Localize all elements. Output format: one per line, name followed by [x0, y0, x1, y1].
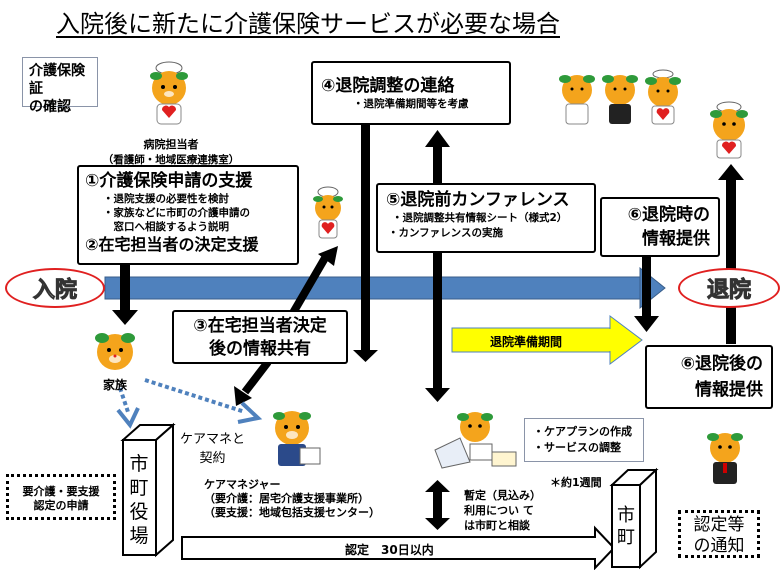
notice-line1: 認定等 [693, 515, 745, 535]
arrow-step5-down [425, 250, 450, 402]
staff-mascot-suit-icon [704, 430, 746, 486]
arrow-to-care-manager [234, 359, 272, 406]
care-manager-title: ケアマネジャー [204, 478, 281, 491]
nurse-mascot-icon [145, 60, 193, 126]
step6a-line2: 情報提供 [642, 229, 710, 249]
care-contract-line1: ケアマネと [180, 432, 246, 447]
care-plan-line2: ・サービスの調整 [533, 441, 621, 454]
application-line2: 認定の申請 [33, 499, 89, 512]
care-manager-support: （要支援：地域包括支援センター） [204, 506, 380, 519]
step4-heading: ④退院調整の連絡 [321, 76, 455, 96]
family-label: 家族 [103, 378, 128, 392]
step6b-line1: ⑥退院後の [680, 354, 763, 374]
step2-heading: ②在宅担当者の決定支援 [85, 235, 259, 254]
step5-bullet-1: ・退院調整共有情報シート（様式2） [392, 212, 568, 224]
step3-box: ③在宅担当者決定 後の情報共有 [172, 310, 348, 364]
bubble-line1: 介護保険証 [29, 63, 85, 97]
arrow-step4-down [353, 122, 378, 362]
step5-bullet-2: ・カンファレンスの実施 [388, 227, 503, 239]
arrow-to-nurse [286, 246, 338, 321]
about-week-label: ＊約1週間 [550, 476, 602, 489]
step6a-box: ⑥退院時の 情報提供 [600, 197, 720, 257]
double-arrow [425, 480, 450, 530]
step1-bullet-2: ・家族などに市町の介護申請の [103, 207, 250, 219]
admission-oval: 入院 [5, 268, 105, 308]
step3-line2: 後の情報共有 [209, 339, 311, 359]
step4-box: ④退院調整の連絡 ・退院準備期間等を考慮 [311, 61, 511, 125]
step1-box: ①介護保険申請の支援 ・退院支援の必要性を検討 ・家族などに市町の介護申請の 窓… [77, 165, 299, 265]
certification-label: 認定 30日以内 [345, 543, 434, 557]
step1-heading: ①介護保険申請の支援 [85, 171, 253, 191]
step6b-box: ⑥退院後の 情報提供 [645, 345, 773, 409]
step1-bullet-3: 窓口へ相談するよう説明 [103, 221, 229, 233]
provisional-label: 暫定（見込み） 利用につい て は市町と相談 [464, 488, 541, 533]
care-contract-line2: 契約 [199, 451, 226, 466]
bubble-line2: の確認 [29, 99, 71, 115]
step1-bullet-1: ・退院支援の必要性を検討 [103, 193, 229, 205]
prep-period-arrow [451, 315, 643, 365]
provisional-line2: 利用につい て [464, 504, 534, 517]
line-discharge-to-step6b [726, 302, 736, 344]
care-planning-mascot-icon [430, 410, 520, 470]
prep-period-label: 退院準備期間 [490, 335, 563, 349]
step6b-line2: 情報提供 [695, 380, 763, 400]
city-hall-label: 市町役場 [129, 453, 149, 547]
arrow-discharge-up [718, 164, 744, 278]
arrow-step6a-down [634, 255, 659, 332]
hospital-staff-role: 病院担当者 [143, 138, 199, 151]
timeline-arrow [104, 266, 666, 310]
city-hall-building [120, 422, 176, 558]
step4-bullet: ・退院準備期間等を考慮 [353, 98, 469, 110]
care-manager-care: （要介護：居宅介護支援事業所） [204, 492, 369, 505]
care-plan-line1: ・ケアプランの作成 [533, 425, 632, 438]
step5-heading: ⑤退院前カンファレンス [386, 190, 570, 210]
care-manager-label: ケアマネジャー （要介護：居宅介護支援事業所） （要支援：地域包括支援センター） [204, 478, 380, 520]
dotted-arrow-family-to-city-hall [116, 387, 140, 429]
care-contract-label: ケアマネと 契約 [180, 428, 245, 466]
notice-line2: の通知 [693, 536, 745, 556]
nurse-mascot-small-icon [310, 186, 346, 242]
notice-box: 認定等 の通知 [678, 510, 760, 558]
city-building [609, 467, 659, 570]
step6a-line1: ⑥退院時の [627, 205, 710, 225]
family-mascot-icon [90, 328, 140, 372]
care-plan-bubble: ・ケアプランの作成 ・サービスの調整 [524, 418, 644, 462]
step3-line1: ③在宅担当者決定 [193, 316, 327, 336]
dotted-arrow-family-to-care-manager [144, 378, 263, 424]
staff-mascots-group-icon [555, 68, 695, 126]
application-line1: 要介護・要支援 [22, 485, 100, 498]
arrow-to-family [112, 262, 138, 325]
discharge-oval: 退院 [678, 268, 780, 308]
nurse-mascot-discharge-icon [706, 100, 752, 160]
application-box: 要介護・要支援 認定の申請 [6, 474, 116, 520]
city-label: 市町 [617, 505, 635, 548]
step5-box: ⑤退院前カンファレンス ・退院調整共有情報シート（様式2） ・カンファレンスの実… [376, 183, 596, 253]
certification-arrow [181, 525, 616, 570]
arrow-step5-up [425, 130, 450, 185]
hospital-staff-label: 病院担当者 （看護師・地域医療連携室） [96, 136, 246, 167]
provisional-line1: 暫定（見込み） [464, 489, 541, 502]
insurance-card-bubble: 介護保険証 の確認 [22, 57, 98, 115]
page-title: 入院後に新たに介護保険サービスが必要な場合 [56, 10, 560, 38]
care-manager-mascot-icon [268, 408, 324, 468]
hospital-staff-dept: （看護師・地域医療連携室） [102, 154, 240, 166]
provisional-line3: は市町と相談 [464, 519, 530, 532]
